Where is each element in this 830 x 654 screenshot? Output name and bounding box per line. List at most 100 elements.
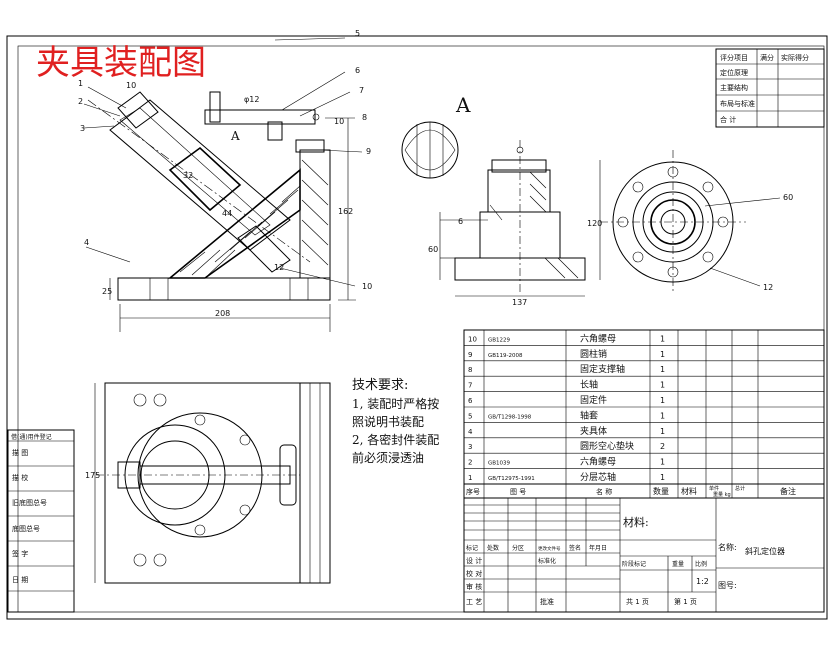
mid-label-std: 标准化 bbox=[538, 557, 556, 565]
strip-label: 旧底图总号 bbox=[12, 498, 47, 507]
bom-header-weight-single: 单件 bbox=[709, 485, 719, 492]
bom-cell-qty: 1 bbox=[660, 427, 665, 436]
bom-header-code: 图 号 bbox=[510, 488, 526, 496]
bom-cell-qty: 2 bbox=[660, 442, 665, 451]
callout-5: 5 bbox=[355, 29, 360, 38]
strip-label: 日 期 bbox=[12, 576, 28, 584]
dim-60b: 60 bbox=[783, 193, 793, 202]
bom-cell-code: GB1039 bbox=[488, 461, 511, 467]
bom-header-no: 序号 bbox=[466, 487, 480, 496]
bom-cell-qty: 1 bbox=[660, 350, 665, 359]
bom-cell-qty: 1 bbox=[660, 365, 665, 374]
title-row-review: 审 核 bbox=[466, 582, 482, 591]
callout-3: 3 bbox=[80, 124, 85, 133]
title-block: 标记 处数 分区 更改文件号 签名 年月日 设 计 校 对 审 核 工 艺 标准… bbox=[463, 497, 825, 613]
bom-cell-name: 圆柱销 bbox=[580, 348, 607, 360]
title-row-process: 工 艺 bbox=[466, 598, 482, 606]
bom-cell-name: 圆形空心垫块 bbox=[580, 440, 634, 452]
dim-162: 162 bbox=[338, 207, 353, 216]
dim-12c: 12 bbox=[763, 283, 773, 292]
callout-7: 7 bbox=[359, 86, 364, 95]
title-row-check: 校 对 bbox=[466, 569, 482, 578]
bom-cell-no: 1 bbox=[468, 474, 472, 482]
callout-9: 9 bbox=[366, 147, 371, 156]
bom-cell-code: GB119-2008 bbox=[488, 353, 523, 359]
dim-32: 32 bbox=[183, 171, 193, 180]
strip-label: 描 校 bbox=[12, 473, 28, 482]
mid-label-approve: 批准 bbox=[540, 597, 554, 606]
bom-cell-no: 3 bbox=[468, 443, 472, 451]
bom-cell-qty: 1 bbox=[660, 396, 665, 405]
material-label: 材料: bbox=[623, 515, 649, 529]
bom-cell-qty: 1 bbox=[660, 458, 665, 467]
bom-cell-name: 六角螺母 bbox=[580, 332, 616, 344]
tech-req-line: 前必须浸透油 bbox=[352, 450, 424, 465]
dim-44: 44 bbox=[222, 209, 232, 218]
section-hatch bbox=[179, 159, 329, 279]
bom-cell-no: 7 bbox=[468, 382, 472, 390]
plan-view: 175 bbox=[85, 382, 331, 584]
dim-6: 6 bbox=[458, 217, 463, 226]
tech-req-heading: 技术要求: bbox=[352, 378, 408, 393]
score-header-item: 评分项目 bbox=[720, 53, 748, 62]
dim-12: 12 bbox=[274, 263, 284, 272]
strip-label: 底图总号 bbox=[12, 524, 40, 533]
front-view: 1 2 3 4 5 6 7 8 9 10 10 φ12 10 32 44 12 … bbox=[78, 29, 372, 332]
drawing-no-label: 图号: bbox=[718, 581, 737, 590]
page-number: 第 1 页 bbox=[674, 597, 697, 606]
total-pages: 共 1 页 bbox=[626, 597, 649, 606]
bom-cell-name: 分层芯轴 bbox=[580, 471, 616, 483]
dim-10: 10 bbox=[126, 81, 136, 90]
scale-value: 1:2 bbox=[696, 577, 709, 586]
bom-cell-no: 9 bbox=[468, 351, 472, 359]
score-header-max: 满分 bbox=[760, 53, 774, 62]
bom-cell-no: 4 bbox=[468, 428, 473, 436]
bom-cell-code: GB/T12975-1991 bbox=[488, 476, 535, 482]
dim-137: 137 bbox=[512, 298, 527, 307]
score-header-actual: 实际得分 bbox=[781, 53, 809, 62]
dim-120: 120 bbox=[587, 219, 602, 228]
dim-phi12: φ12 bbox=[244, 95, 259, 104]
callout-2: 2 bbox=[78, 97, 83, 106]
bom-cell-name: 六角螺母 bbox=[580, 456, 616, 468]
tech-req-line: 照说明书装配 bbox=[352, 414, 424, 429]
bom-cell-no: 6 bbox=[468, 397, 473, 405]
name-value: 斜孔定位器 bbox=[745, 546, 785, 556]
bom-cell-name: 夹具体 bbox=[580, 425, 607, 437]
dim-25: 25 bbox=[102, 287, 112, 296]
bom-header-remark: 备注 bbox=[780, 486, 796, 496]
detail-view-a: A bbox=[401, 93, 471, 179]
score-row: 定位原理 bbox=[720, 68, 748, 77]
bom-cell-no: 2 bbox=[468, 459, 472, 467]
bom-cell-no: 10 bbox=[468, 335, 477, 343]
sheet-border bbox=[6, 35, 828, 620]
bom-header-weight-total: 总计 bbox=[735, 485, 745, 492]
approval-label: 年月日 bbox=[589, 544, 607, 552]
callout-8: 8 bbox=[362, 113, 367, 122]
flange-view: 60 12 bbox=[600, 150, 793, 294]
score-table: 评分项目 满分 实际得分 定位原理 主要结构 布局与标准 合 计 bbox=[715, 48, 825, 128]
bom-cell-name: 长轴 bbox=[580, 379, 598, 391]
score-row: 主要结构 bbox=[720, 83, 748, 92]
dim-60: 60 bbox=[428, 245, 438, 254]
bom-cell-name: 轴套 bbox=[580, 409, 598, 421]
bom-header-material: 材料 bbox=[681, 486, 697, 496]
dim-175: 175 bbox=[85, 471, 100, 480]
approval-label: 分区 bbox=[512, 544, 524, 552]
tech-requirements: 技术要求: 1, 装配时严格按 照说明书装配 2, 各密封件装配 前必须浸透油 bbox=[352, 378, 439, 465]
score-row: 合 计 bbox=[720, 115, 736, 124]
bom-cell-qty: 1 bbox=[660, 334, 665, 343]
strip-label: 描 图 bbox=[12, 448, 28, 457]
callout-4: 4 bbox=[84, 238, 89, 247]
view-label-a: A bbox=[455, 93, 471, 117]
bom-header-name: 名 称 bbox=[596, 487, 612, 496]
section-label-a: A bbox=[230, 129, 240, 143]
bom-cell-no: 5 bbox=[468, 412, 472, 420]
dim-10b: 10 bbox=[334, 117, 344, 126]
stage-label: 阶段标记 bbox=[622, 560, 646, 568]
stage-label: 比例 bbox=[695, 560, 707, 568]
bom-cell-qty: 1 bbox=[660, 381, 665, 390]
bom-cell-name: 固定件 bbox=[580, 394, 607, 406]
